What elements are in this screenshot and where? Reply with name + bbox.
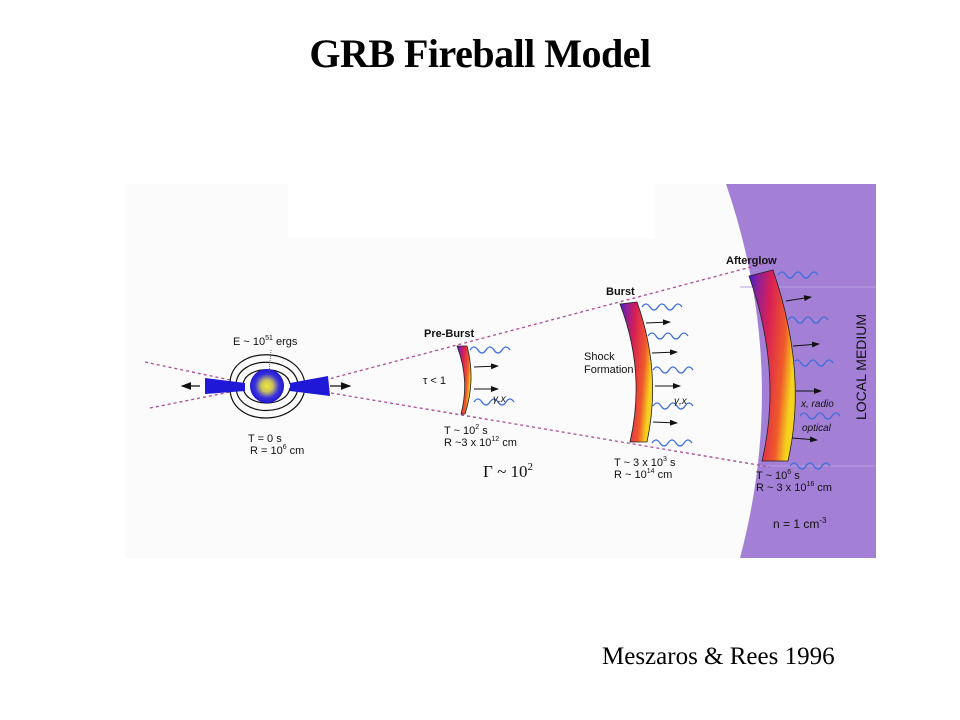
wave-icon xyxy=(652,366,694,374)
stage-title: Pre-Burst xyxy=(424,328,474,340)
shell xyxy=(619,301,654,443)
magnetic-field-lines xyxy=(229,354,306,419)
wave-icon xyxy=(647,332,689,340)
time-label: T ~ 102 s xyxy=(444,424,488,437)
arrow-icon xyxy=(792,341,820,348)
cone-line-upper xyxy=(324,261,771,381)
wave-icons xyxy=(469,346,515,406)
emission-label-xray-radio: x, radio xyxy=(800,399,834,410)
stage-afterglow: Afterglow x, radio optical T ~ 106 s R ~… xyxy=(726,255,841,494)
jet-cone xyxy=(144,261,771,468)
arrow-icon xyxy=(651,349,678,356)
optical-depth-label: τ < 1 xyxy=(423,375,446,387)
energy-pointer xyxy=(268,349,272,373)
shell xyxy=(456,345,472,415)
stage-burst: Burst Shock Formation γ,x T ~ 3 x 103 s … xyxy=(584,286,694,481)
wave-icon xyxy=(787,316,829,324)
wave-icon xyxy=(792,359,834,367)
cone-line-left-upper xyxy=(144,361,231,381)
arrow-icon xyxy=(791,436,818,443)
wave-icons xyxy=(641,303,694,447)
time-label: T = 0 s xyxy=(248,433,282,445)
fireball-core xyxy=(250,369,284,403)
radius-label: R = 106 cm xyxy=(250,444,304,457)
lorentz-factor-label: Γ ~ 102 xyxy=(483,461,533,481)
emission-label-optical: optical xyxy=(802,423,832,434)
wave-icon xyxy=(641,303,683,311)
stage-title: Afterglow xyxy=(726,255,777,267)
wave-icon xyxy=(777,271,819,279)
time-label: T ~ 3 x 103 s xyxy=(614,456,676,469)
jet-right xyxy=(290,376,330,396)
energy-label: E ~ 1051 ergs xyxy=(233,335,298,348)
wave-icon xyxy=(473,398,515,406)
citation: Meszaros & Rees 1996 xyxy=(602,643,835,670)
emission-label: γ,x xyxy=(493,394,507,405)
arrow-icon xyxy=(473,363,499,370)
shell xyxy=(748,269,796,462)
wave-icon xyxy=(799,412,841,420)
slide-title: GRB Fireball Model xyxy=(309,31,651,76)
panel-notch xyxy=(288,184,654,239)
wave-icon xyxy=(651,439,693,447)
radius-label: R ~3 x 1012 cm xyxy=(444,436,517,449)
jet-left xyxy=(205,378,245,394)
arrow-icon xyxy=(785,295,812,302)
wave-icon xyxy=(652,402,694,410)
cone-line-left-lower xyxy=(149,391,231,409)
formation-label: Formation xyxy=(584,364,634,376)
radius-label: R ~ 3 x 1016 cm xyxy=(756,481,832,494)
stage-pre-burst: Pre-Burst τ < 1 γ,x T ~ 102 s R ~3 x 101… xyxy=(423,328,517,449)
time-label: T ~ 106 s xyxy=(756,469,800,482)
central-engine: E ~ 1051 ergs T = 0 s R = 106 cm xyxy=(180,335,352,457)
arrow-icon xyxy=(652,419,678,426)
stage-title: Burst xyxy=(606,286,635,298)
wave-icon xyxy=(789,462,831,470)
radius-label: R ~ 1014 cm xyxy=(614,468,672,481)
wave-icons xyxy=(777,271,841,470)
wave-icon xyxy=(469,346,511,354)
local-medium-label: LOCAL MEDIUM xyxy=(853,314,869,420)
shock-label: Shock xyxy=(584,351,615,363)
emission-label: γ,x xyxy=(674,396,688,407)
arrow-icon xyxy=(645,319,671,326)
density-label: n = 1 cm-3 xyxy=(773,516,827,531)
